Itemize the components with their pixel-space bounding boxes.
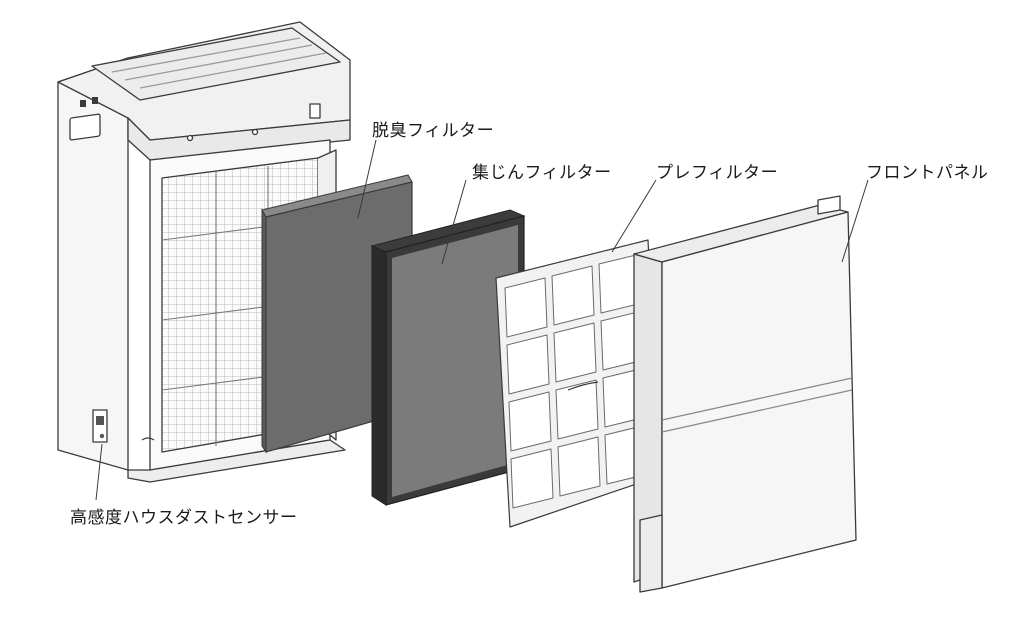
leader-sensor: [95, 443, 103, 501]
pre-filter: [495, 239, 661, 528]
dust-collection-filter-label: 集じんフィルター: [472, 163, 612, 183]
deodorizing-filter-label: 脱臭フィルター: [372, 121, 495, 141]
leader-dust: [441, 179, 467, 265]
front-panel-label: フロントパネル: [866, 163, 989, 183]
dust-collection-filter: [370, 209, 526, 506]
leader-deodorizing: [357, 139, 377, 219]
leader-lines: [95, 139, 869, 501]
pre-filter-grid: [504, 253, 649, 509]
house-dust-sensor-label: 高感度ハウスダストセンサー: [70, 508, 298, 528]
leader-prefilter: [611, 179, 657, 253]
pre-filter-label: プレフィルター: [656, 163, 779, 183]
front-panel: [633, 195, 857, 593]
leader-front-panel: [841, 179, 869, 263]
